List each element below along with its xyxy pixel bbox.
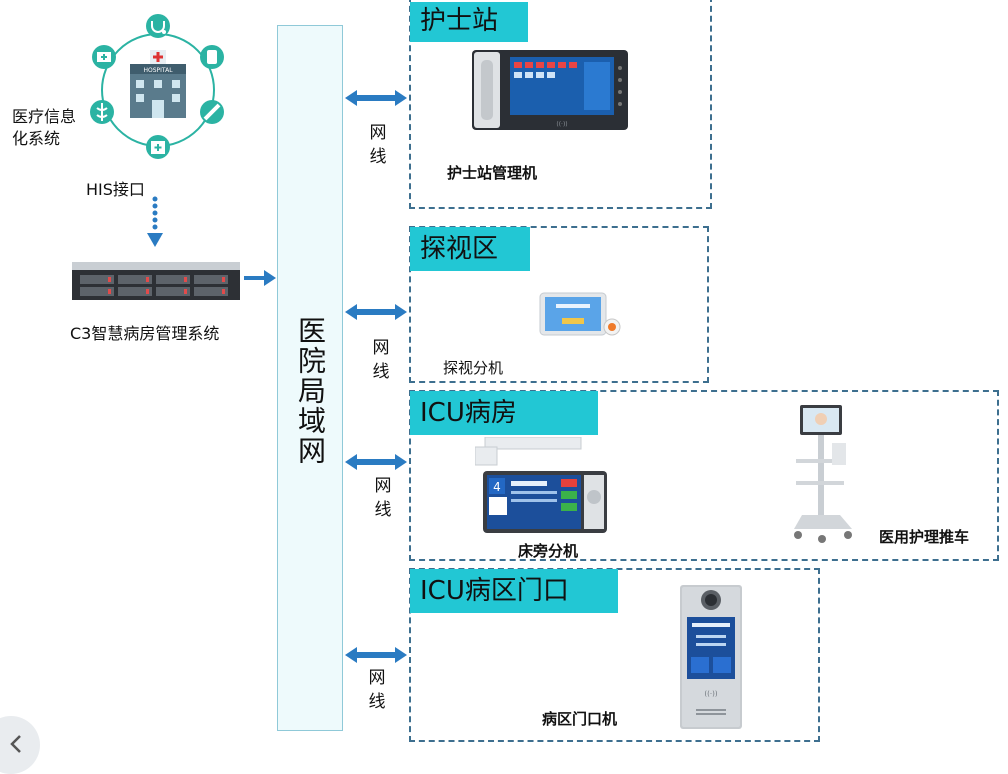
svg-text:((·)): ((·)) — [704, 690, 717, 698]
connector-arrow-icu — [345, 454, 407, 470]
nursing-cart-label: 医用护理推车 — [879, 528, 970, 546]
medical-kit-icon — [92, 45, 116, 69]
server-device — [72, 262, 240, 300]
zone-nurse-station — [409, 0, 712, 209]
his-label: 医疗信息 化系统 — [12, 107, 77, 148]
visiting-terminal-label: 探视分机 — [443, 359, 504, 377]
hospital-lan: 医院局域网 — [277, 25, 343, 731]
server-arrow — [244, 270, 276, 286]
hospital-sign-text: HOSPITAL — [143, 67, 173, 74]
nurse-station-terminal: ((·)) — [472, 48, 628, 132]
syringe-icon — [200, 100, 224, 124]
connector-arrow-nurse — [345, 90, 407, 106]
connector-arrow-door — [345, 647, 407, 663]
zone-title-icu-entrance: ICU病区门口 — [410, 569, 618, 613]
his-interface-label: HIS接口 — [86, 180, 145, 199]
nurse-station-terminal-label: 护士站管理机 — [447, 164, 538, 182]
connector-arrow-visit — [345, 304, 407, 320]
wire-label-icu: 网线 — [374, 476, 392, 520]
visiting-terminal — [538, 291, 622, 339]
zone-visiting-area — [409, 226, 709, 383]
wire-label-visit: 网线 — [372, 338, 390, 382]
his-dotted-arrow — [147, 196, 163, 247]
svg-text:4: 4 — [493, 480, 501, 494]
server-label: C3智慧病房管理系统 — [70, 324, 220, 343]
entrance-door-terminal-label: 病区门口机 — [542, 710, 618, 728]
his-ring-graphic: HOSPITAL — [90, 14, 224, 159]
bedside-terminal-label: 床旁分机 — [518, 542, 579, 560]
nursing-cart — [792, 403, 862, 545]
pill-bottle-icon — [200, 45, 224, 69]
zone-title-visiting-area: 探视区 — [410, 227, 530, 271]
wire-label-nurse: 网线 — [369, 123, 387, 167]
caduceus-icon — [90, 100, 114, 124]
svg-text:((·)): ((·)) — [556, 121, 567, 128]
zone-title-icu-ward: ICU病房 — [410, 391, 598, 435]
bedside-terminal: 4 — [474, 436, 607, 533]
entrance-door-terminal: ((·)) — [680, 585, 742, 729]
stethoscope-icon — [146, 14, 170, 38]
back-button[interactable] — [0, 716, 40, 774]
zone-icu-ward — [409, 390, 999, 561]
chevron-left-icon — [10, 735, 21, 753]
his-system-group: HOSPITAL — [80, 12, 240, 172]
medicine-box-icon — [146, 135, 170, 159]
hospital-building-icon — [130, 50, 186, 118]
lan-label: 医院局域网 — [294, 316, 327, 466]
wire-label-door: 网线 — [368, 668, 386, 712]
zone-title-nurse-station: 护士站 — [410, 2, 528, 42]
